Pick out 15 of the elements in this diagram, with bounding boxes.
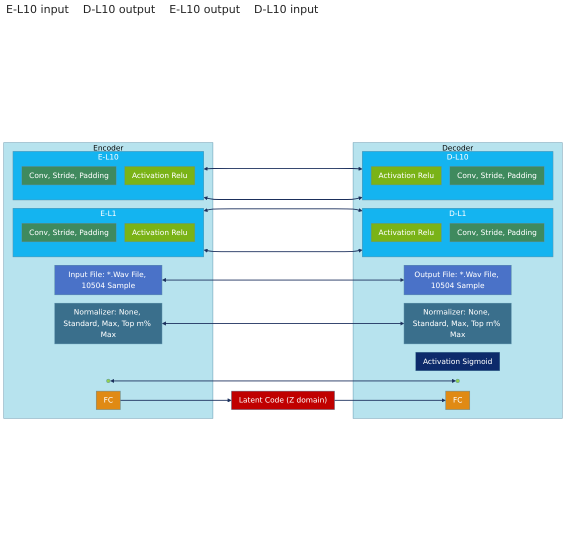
arrow	[162, 322, 404, 326]
layer-io-label: E-L10 output	[169, 3, 240, 16]
node-ellipse	[456, 378, 460, 383]
arrow	[204, 208, 362, 212]
arrow	[204, 248, 362, 253]
arrow	[120, 398, 232, 402]
layer-io-label: D-L10 input	[254, 3, 318, 16]
arrow	[204, 166, 362, 171]
arrow	[204, 196, 362, 200]
arrow	[110, 378, 456, 383]
layer-io-label: E-L10 input	[6, 3, 69, 16]
arrow	[162, 278, 404, 282]
layer-io-label: D-L10 output	[82, 3, 156, 16]
arrow	[334, 398, 446, 402]
node-ellipse	[106, 378, 110, 383]
